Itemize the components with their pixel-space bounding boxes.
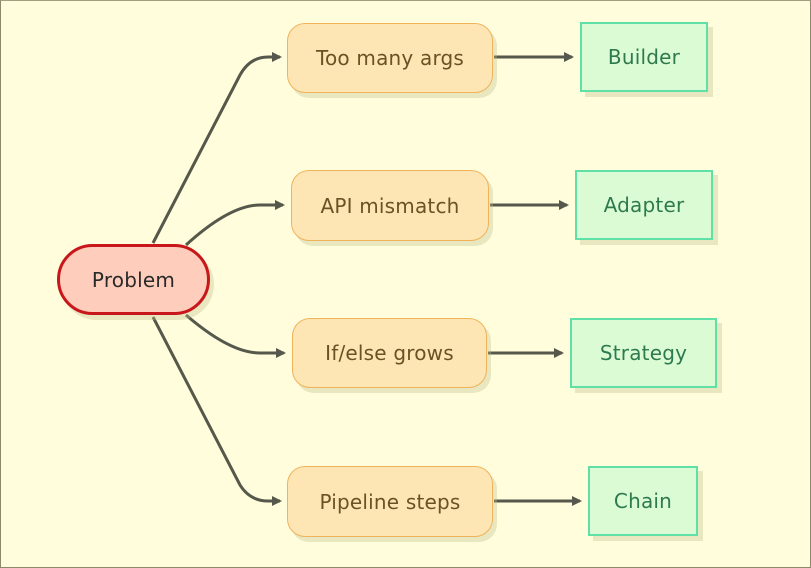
issue-node-too-many-args[interactable]: Too many args — [287, 23, 493, 93]
pattern-node-label: Adapter — [603, 193, 685, 217]
pattern-node-builder[interactable]: Builder — [580, 22, 708, 92]
edge-root-to-if-else-grows — [185, 313, 286, 358]
pattern-node-chain[interactable]: Chain — [588, 466, 698, 536]
edge-root-to-pipeline-steps — [151, 316, 282, 506]
pattern-node-adapter[interactable]: Adapter — [575, 170, 713, 240]
pattern-node-label: Strategy — [599, 341, 688, 365]
issue-node-label: If/else grows — [325, 341, 454, 365]
issue-node-if-else-grows[interactable]: If/else grows — [292, 318, 487, 388]
edge-root-to-too-many-args — [151, 52, 282, 244]
issue-node-label: Too many args — [315, 46, 465, 70]
issue-node-pipeline-steps[interactable]: Pipeline steps — [287, 466, 493, 537]
issue-node-api-mismatch[interactable]: API mismatch — [291, 170, 489, 241]
issue-node-label: API mismatch — [320, 193, 460, 218]
root-node-problem[interactable]: Problem — [57, 244, 210, 315]
pattern-node-label: Chain — [613, 489, 673, 513]
pattern-node-strategy[interactable]: Strategy — [570, 318, 717, 388]
edge-root-to-api-mismatch — [184, 200, 285, 247]
root-node-label: Problem — [91, 267, 176, 292]
issue-node-label: Pipeline steps — [319, 489, 461, 514]
pattern-node-label: Builder — [607, 45, 681, 69]
